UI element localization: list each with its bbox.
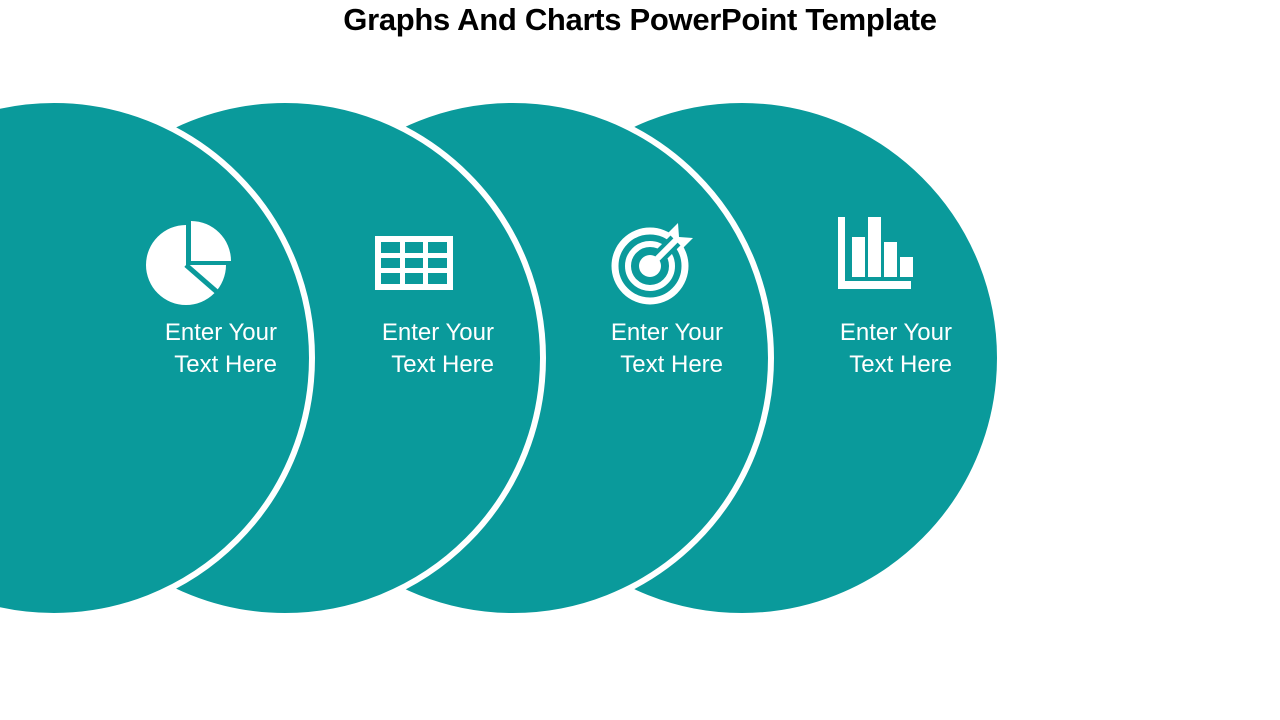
placeholder-text-1-line-1[interactable]: Enter Your (165, 319, 277, 346)
slide-title: Graphs And Charts PowerPoint Template (343, 2, 937, 37)
target-arrow-icon (611, 211, 705, 305)
placeholder-text-4-line-1[interactable]: Enter Your (840, 319, 952, 346)
placeholder-text-2-line-1[interactable]: Enter Your (382, 319, 494, 346)
table-icon (375, 236, 453, 290)
pie-chart-icon (146, 221, 231, 305)
placeholder-texts: Enter Your Text Here Enter Your Text Her… (165, 319, 952, 378)
bar-chart-icon (838, 217, 913, 289)
placeholder-text-1-line-2[interactable]: Text Here (174, 351, 277, 378)
placeholder-text-3-line-2[interactable]: Text Here (620, 351, 723, 378)
placeholder-text-2-line-2[interactable]: Text Here (391, 351, 494, 378)
circles-layer (0, 97, 1003, 619)
placeholder-text-3-line-1[interactable]: Enter Your (611, 319, 723, 346)
circle-1[interactable] (0, 97, 315, 619)
placeholder-text-4-line-2[interactable]: Text Here (849, 351, 952, 378)
